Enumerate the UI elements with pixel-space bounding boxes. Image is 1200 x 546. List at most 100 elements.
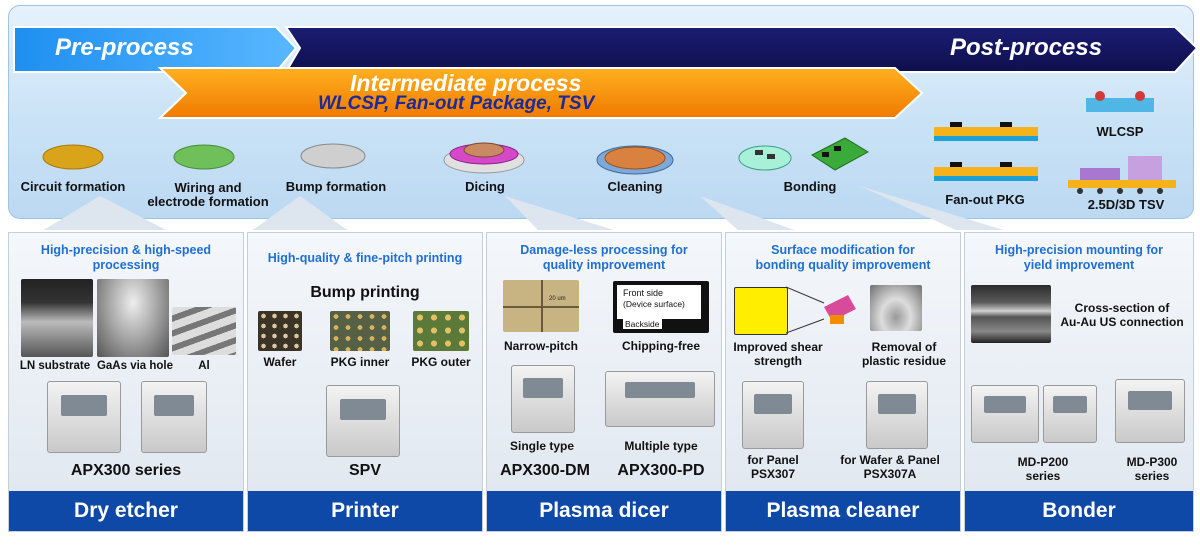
- au-au-cross-section-image: [971, 285, 1051, 343]
- stage-icons: [42, 91, 1176, 194]
- psx307a-label-line2: PSX307A: [863, 467, 917, 481]
- wafer-label: Wafer: [263, 355, 297, 369]
- al-label: Al: [198, 360, 210, 372]
- single-type-machine: [511, 365, 575, 433]
- cross-section-line1: Cross-section of: [1074, 301, 1170, 315]
- wlcsp-icon: [1086, 91, 1154, 112]
- residue-label-line2: plastic residue: [861, 354, 947, 368]
- stage-tsv: 2.5D/3D TSV: [1087, 197, 1165, 212]
- callout-etcher: [43, 196, 167, 230]
- bonder-title: Bonder: [965, 491, 1193, 531]
- ln-substrate-image: [21, 279, 93, 357]
- spv-label: SPV: [348, 462, 381, 479]
- stage-wiring-line2: electrode formation: [147, 194, 269, 209]
- md-p300-label-line1: MD-P300: [1126, 455, 1178, 469]
- md-p300-label-line2: series: [1134, 469, 1170, 483]
- stage-wlcsp: WLCSP: [1096, 124, 1144, 139]
- printer-title: Printer: [248, 491, 482, 531]
- plasma-dicer-title: Plasma dicer: [487, 491, 721, 531]
- wiring-wafer-icon: [173, 144, 235, 170]
- cross-section-line2: Au-Au US connection: [1060, 315, 1184, 329]
- etcher-heading-line2: processing: [92, 258, 160, 272]
- apx300-series-label: APX300 series: [70, 462, 182, 479]
- bonder-heading-line1: High-precision mounting for: [994, 243, 1164, 257]
- front-side-line2: (Device surface): [623, 299, 685, 309]
- psx307-machine: [742, 381, 804, 449]
- bonder-heading-line2: yield improvement: [1023, 258, 1135, 272]
- etcher-heading-line1: High-precision & high-speed: [40, 243, 212, 257]
- backside-label: Backside: [623, 319, 662, 329]
- stage-dicing: Dicing: [465, 179, 505, 194]
- stage-circuit-formation: Circuit formation: [20, 179, 126, 194]
- intermediate-process-label: Intermediate process: [350, 70, 582, 96]
- front-side-line1: Front side: [623, 288, 664, 298]
- gaas-label: GaAs via hole: [96, 360, 174, 372]
- plastic-residue-image: [870, 285, 922, 331]
- callout-cleaner: [700, 196, 795, 230]
- callout-bonder: [860, 186, 1004, 230]
- pkg-inner-image: [330, 311, 390, 351]
- residue-label-line1: Removal of: [871, 340, 937, 354]
- stage-bonding: Bonding: [783, 179, 837, 194]
- fanout-pkg-icon: [934, 122, 1038, 181]
- al-image: [172, 307, 236, 355]
- column-plasma-cleaner: Surface modification for bonding quality…: [725, 232, 961, 532]
- md-p200-machine-2: [1043, 385, 1097, 443]
- post-process-label: Post-process: [950, 34, 1103, 61]
- psx307-label-line2: PSX307: [750, 467, 796, 481]
- apx300-machine-1: [47, 381, 121, 453]
- process-arrows: [13, 26, 1199, 230]
- dicer-heading-line2: quality improvement: [542, 258, 666, 272]
- printer-heading: High-quality & fine-pitch printing: [267, 251, 463, 265]
- tsv-icon: [1068, 156, 1176, 194]
- pre-process-label: Pre-process: [55, 34, 194, 61]
- dicer-heading-line1: Damage-less processing for: [520, 243, 688, 257]
- callout-dicer: [505, 196, 614, 230]
- cleaner-heading-line2: bonding quality improvement: [755, 258, 931, 272]
- narrow-pitch-image: [503, 280, 579, 332]
- ln-substrate-label: LN substrate: [19, 360, 91, 372]
- apx300-dm-label: APX300-DM: [500, 462, 590, 479]
- circuit-wafer-icon: [42, 144, 104, 170]
- pkg-outer-image: [413, 311, 469, 351]
- bonding-wafer-icon: [738, 145, 792, 171]
- md-p300-machine: [1115, 379, 1185, 443]
- stage-wiring-line1: Wiring and: [174, 180, 242, 195]
- shear-strength-image: [734, 287, 788, 335]
- cleaner-heading-line1: Surface modification for: [771, 243, 915, 257]
- column-plasma-dicer: Damage-less processing for quality impro…: [486, 232, 722, 532]
- bump-printing-label: Bump printing: [310, 284, 420, 301]
- spv-machine: [326, 385, 400, 457]
- stage-cleaning: Cleaning: [607, 179, 663, 194]
- intermediate-process-sub: WLCSP, Fan-out Package, TSV: [318, 93, 595, 114]
- shear-label-line1: Improved shear: [733, 340, 823, 354]
- shear-label-line2: strength: [754, 354, 802, 368]
- pkg-inner-label: PKG inner: [330, 355, 390, 369]
- psx307a-machine: [866, 381, 928, 449]
- narrow-pitch-scale: 20 um: [549, 296, 566, 302]
- single-type-label: Single type: [509, 439, 574, 453]
- multiple-type-machine: [605, 371, 715, 427]
- stage-bump-formation: Bump formation: [285, 179, 387, 194]
- pre-process-arrow: [13, 26, 298, 73]
- chipping-front-box: [617, 285, 701, 319]
- column-printer: High-quality & fine-pitch printing Bump …: [247, 232, 483, 532]
- chipping-free-label: Chipping-free: [622, 339, 700, 353]
- narrow-pitch-label: Narrow-pitch: [503, 339, 578, 353]
- wafer-image: [258, 311, 302, 351]
- md-p200-machine-1: [971, 385, 1039, 443]
- psx307-label-line1: for Panel: [747, 453, 799, 467]
- bonding-board-icon: [811, 137, 870, 171]
- column-dry-etcher: High-precision & high-speed processing L…: [8, 232, 244, 532]
- md-p200-label-line2: series: [1025, 469, 1061, 483]
- stage-fanout-pkg: Fan-out PKG: [945, 192, 1025, 207]
- md-p200-label-line1: MD-P200: [1017, 455, 1069, 469]
- pkg-outer-label: PKG outer: [411, 355, 471, 369]
- column-bonder: High-precision mounting for yield improv…: [964, 232, 1194, 532]
- intermediate-process-arrow: [157, 67, 924, 119]
- callout-printer: [252, 196, 348, 230]
- dry-etcher-title: Dry etcher: [9, 491, 243, 531]
- post-process-arrow: [284, 26, 1199, 73]
- psx307a-label-line1: for Wafer & Panel: [840, 453, 940, 467]
- apx300-pd-label: APX300-PD: [617, 462, 705, 479]
